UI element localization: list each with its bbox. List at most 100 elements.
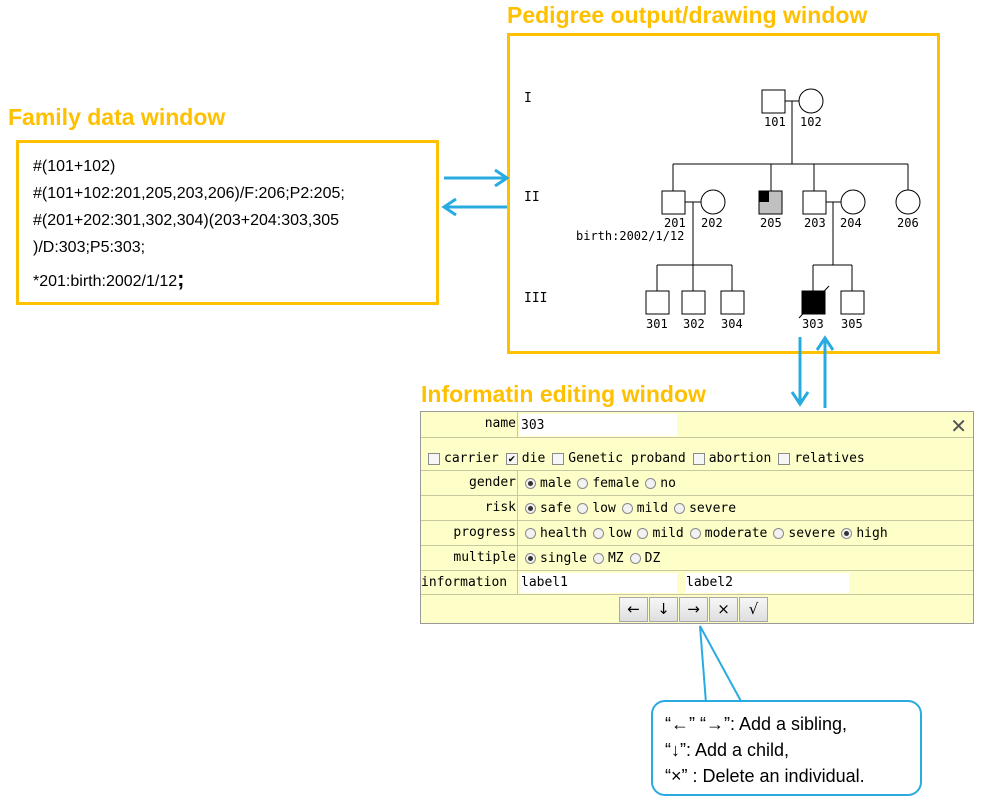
gender-row: gender male female no bbox=[421, 471, 973, 496]
risk-safe-radio[interactable] bbox=[525, 502, 536, 514]
deceased-slash bbox=[798, 285, 830, 319]
genetic-proband-checkbox[interactable] bbox=[552, 452, 565, 465]
editing-window-heading: Informatin editing window bbox=[421, 381, 706, 407]
birth-annotation: birth:2002/1/12 bbox=[576, 229, 684, 243]
arrow-left-head bbox=[441, 197, 457, 217]
gender-label: gender bbox=[421, 471, 518, 495]
add-left-sibling-button[interactable]: ← bbox=[619, 597, 648, 622]
female-individual-202[interactable] bbox=[700, 189, 726, 215]
pedigree-window-heading: Pedigree output/drawing window bbox=[507, 2, 868, 28]
relatives-label: relatives bbox=[794, 451, 865, 466]
gender-options: male female no bbox=[521, 471, 678, 495]
family-data-line: )/D:303;P5:303; bbox=[33, 239, 146, 256]
option-label: no bbox=[660, 475, 676, 491]
generation-label: III bbox=[524, 291, 547, 306]
genetic-proband-label: Genetic proband bbox=[568, 451, 686, 466]
individual-label: 201 bbox=[664, 216, 686, 230]
carrier-checkbox[interactable] bbox=[428, 452, 440, 465]
status-checkbox-row: carrier ✔die Genetic proband abortion re… bbox=[421, 447, 973, 471]
abortion-checkbox[interactable] bbox=[692, 452, 705, 465]
individual-label: 101 bbox=[764, 115, 786, 129]
information-editing-window[interactable]: name ✕ carrier ✔die Genetic proband abor… bbox=[420, 411, 974, 624]
option-label: mild bbox=[636, 500, 669, 516]
individual-label: 301 bbox=[646, 317, 668, 331]
callout-line: “↓”: Add a child, bbox=[665, 740, 790, 760]
callout-line: “×” : Delete an individual. bbox=[665, 766, 865, 786]
abortion-label: abortion bbox=[708, 451, 772, 466]
checkbox-group: carrier ✔die Genetic proband abortion re… bbox=[423, 447, 867, 470]
female-individual-102[interactable] bbox=[798, 88, 824, 114]
individual-label: 205 bbox=[760, 216, 782, 230]
information-label1-input[interactable]: label1 bbox=[520, 573, 677, 593]
family-data-window[interactable]: #(101+102) #(101+102:201,205,203,206)/F:… bbox=[16, 140, 439, 305]
family-data-text[interactable]: #(101+102) #(101+102:201,205,203,206)/F:… bbox=[33, 153, 345, 292]
individual-label: 206 bbox=[897, 216, 919, 230]
die-checkbox[interactable]: ✔ bbox=[505, 452, 518, 465]
individual-label: 202 bbox=[701, 216, 723, 230]
female-individual-204[interactable] bbox=[840, 189, 866, 215]
option-label: severe bbox=[788, 525, 836, 541]
progress-moderate-radio[interactable] bbox=[689, 527, 701, 539]
multiple-single-radio[interactable] bbox=[525, 552, 536, 564]
pedigree-window[interactable]: I II III 101 102 bbox=[507, 33, 940, 354]
progress-options: health low mild moderate severe high bbox=[521, 521, 890, 545]
information-row: information label1 label2 bbox=[421, 571, 973, 595]
multiple-dz-radio[interactable] bbox=[629, 552, 641, 564]
family-data-heading: Family data window bbox=[8, 104, 226, 130]
male-individual-201[interactable] bbox=[661, 190, 686, 215]
editor-button-bar: ← ↓ → × √ bbox=[619, 597, 769, 622]
progress-label: progress bbox=[421, 521, 518, 545]
male-individual-101[interactable] bbox=[761, 89, 786, 114]
female-individual-206[interactable] bbox=[895, 189, 921, 215]
option-label: male bbox=[540, 475, 572, 491]
multiple-mz-radio[interactable] bbox=[592, 552, 604, 564]
progress-row: progress health low mild moderate severe… bbox=[421, 521, 973, 546]
individual-label: 204 bbox=[840, 216, 862, 230]
family-data-last-line: *201:birth:2002/1/12 bbox=[33, 273, 178, 290]
family-data-line: #(201+202:301,302,304)(203+204:303,305 bbox=[33, 212, 340, 229]
option-label: moderate bbox=[704, 525, 768, 541]
arrow-right-head bbox=[494, 168, 510, 188]
callout-line: “←” “→”: Add a sibling, bbox=[665, 714, 848, 734]
option-label: low bbox=[607, 525, 632, 541]
risk-mild-radio[interactable] bbox=[621, 502, 633, 514]
individual-label: 203 bbox=[804, 216, 826, 230]
multiple-label: multiple bbox=[421, 546, 518, 570]
progress-severe-radio[interactable] bbox=[773, 527, 785, 539]
add-child-button[interactable]: ↓ bbox=[649, 597, 678, 622]
label2-text: label2 bbox=[686, 575, 733, 590]
option-label: single bbox=[540, 550, 587, 566]
help-callout: “←” “→”: Add a sibling, “↓”: Add a child… bbox=[651, 700, 922, 796]
male-individual-302[interactable] bbox=[681, 290, 706, 315]
male-individual-304[interactable] bbox=[720, 290, 745, 315]
generation-label: II bbox=[524, 190, 540, 205]
individual-label: 302 bbox=[683, 317, 705, 331]
name-input[interactable] bbox=[520, 414, 677, 436]
generation-label: I bbox=[524, 91, 532, 106]
close-icon[interactable]: ✕ bbox=[950, 414, 967, 438]
risk-severe-radio[interactable] bbox=[674, 502, 686, 514]
option-label: MZ bbox=[607, 550, 624, 566]
progress-low-radio[interactable] bbox=[592, 527, 604, 539]
name-label: name bbox=[421, 412, 518, 437]
progress-high-radio[interactable] bbox=[841, 527, 853, 539]
male-individual-305[interactable] bbox=[840, 290, 865, 315]
gender-female-radio[interactable] bbox=[577, 477, 589, 489]
confirm-button[interactable]: √ bbox=[739, 597, 768, 622]
progress-health-radio[interactable] bbox=[525, 527, 536, 539]
delete-individual-button[interactable]: × bbox=[709, 597, 738, 622]
gender-no-radio[interactable] bbox=[645, 477, 657, 489]
male-individual-203[interactable] bbox=[802, 190, 827, 215]
progress-mild-radio[interactable] bbox=[637, 527, 649, 539]
gender-male-radio[interactable] bbox=[525, 477, 536, 489]
family-data-line: #(101+102) bbox=[33, 158, 116, 175]
risk-low-radio[interactable] bbox=[577, 502, 589, 514]
multiple-options: single MZ DZ bbox=[521, 546, 662, 570]
family-data-line: *201:birth:2002/1/12; bbox=[33, 265, 345, 292]
information-label2-input[interactable]: label2 bbox=[685, 573, 849, 593]
male-individual-301[interactable] bbox=[645, 290, 670, 315]
option-label: low bbox=[592, 500, 616, 516]
individual-label: 305 bbox=[841, 317, 863, 331]
relatives-checkbox[interactable] bbox=[778, 452, 791, 465]
add-right-sibling-button[interactable]: → bbox=[679, 597, 708, 622]
